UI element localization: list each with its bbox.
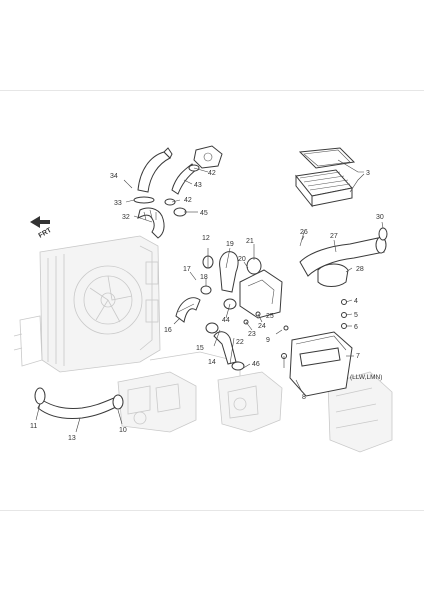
callout-17: 17 <box>183 266 191 273</box>
callout-14: 14 <box>208 359 216 366</box>
clamp-46 <box>231 361 245 371</box>
front-marker: FRT <box>30 216 53 240</box>
turbo-hose-32 <box>137 207 165 239</box>
callout-8: 8 <box>302 394 306 401</box>
resonator-box-20 <box>239 269 283 319</box>
callout-25: 25 <box>266 313 274 320</box>
clamp-15 <box>205 322 219 334</box>
hose-19 <box>219 251 239 293</box>
air-cleaner-housing-7 <box>289 331 353 397</box>
callout-3: 3 <box>366 170 370 177</box>
callout-27: 27 <box>330 233 338 240</box>
hose-26-pipe <box>299 231 305 247</box>
clamp-18 <box>200 285 212 295</box>
callout-23: 23 <box>248 331 256 338</box>
clamp-10 <box>112 394 124 410</box>
variant-note: (LLW,LMN) <box>350 374 382 381</box>
clamp-33 <box>133 196 155 204</box>
resonator-top <box>193 145 223 169</box>
front-marker-label: FRT <box>38 227 54 240</box>
intake-duct-27 <box>299 236 387 277</box>
callout-6: 6 <box>354 324 358 331</box>
hose-16 <box>175 297 201 323</box>
callout-labels: 3 4 5 6 7 8 9 10 11 12 13 14 15 16 17 18… <box>30 170 384 442</box>
callout-44: 44 <box>222 317 230 324</box>
callout-42-upper: 42 <box>208 170 216 177</box>
callout-21: 21 <box>246 238 254 245</box>
radiator-assembly <box>13 235 161 373</box>
air-filter-element-3 <box>295 169 353 208</box>
callout-20: 20 <box>238 256 246 263</box>
callout-13: 13 <box>68 435 76 442</box>
callout-32: 32 <box>122 214 130 221</box>
air-filter-lid-gasket <box>298 147 356 169</box>
callout-11: 11 <box>30 423 37 430</box>
callout-22: 22 <box>236 339 244 346</box>
callout-15: 15 <box>196 345 204 352</box>
callout-42-lower: 42 <box>184 197 192 204</box>
bottom-divider <box>0 510 424 511</box>
callout-19: 19 <box>226 241 234 248</box>
callout-16: 16 <box>164 327 172 334</box>
callout-30: 30 <box>376 214 384 221</box>
callout-18: 18 <box>200 274 208 281</box>
upper-intake-duct-34 <box>137 147 173 193</box>
hose-22 <box>213 331 237 365</box>
callout-9: 9 <box>266 337 270 344</box>
lower-hose-13 <box>37 397 119 419</box>
callout-28: 28 <box>356 266 364 273</box>
callout-26: 26 <box>300 229 308 236</box>
top-divider <box>0 90 424 91</box>
seal-30 <box>378 227 388 241</box>
callout-12: 12 <box>202 235 210 242</box>
clamp-21 <box>246 257 262 275</box>
callout-10: 10 <box>119 427 127 434</box>
callout-7: 7 <box>356 353 360 360</box>
engine-block-ghost <box>117 351 393 453</box>
callout-46: 46 <box>252 361 260 368</box>
callout-45: 45 <box>200 210 208 217</box>
leader-lines <box>35 159 384 433</box>
callout-34: 34 <box>110 173 118 180</box>
callout-33: 33 <box>114 200 122 207</box>
callout-43: 43 <box>194 182 202 189</box>
callout-4: 4 <box>354 298 358 305</box>
resonator-28 <box>317 263 349 287</box>
fasteners-4-5-6 <box>281 299 347 359</box>
bolts-23-24-25 <box>243 311 289 331</box>
clamp-11 <box>34 387 46 405</box>
callout-5: 5 <box>354 312 358 319</box>
callout-24: 24 <box>258 323 266 330</box>
